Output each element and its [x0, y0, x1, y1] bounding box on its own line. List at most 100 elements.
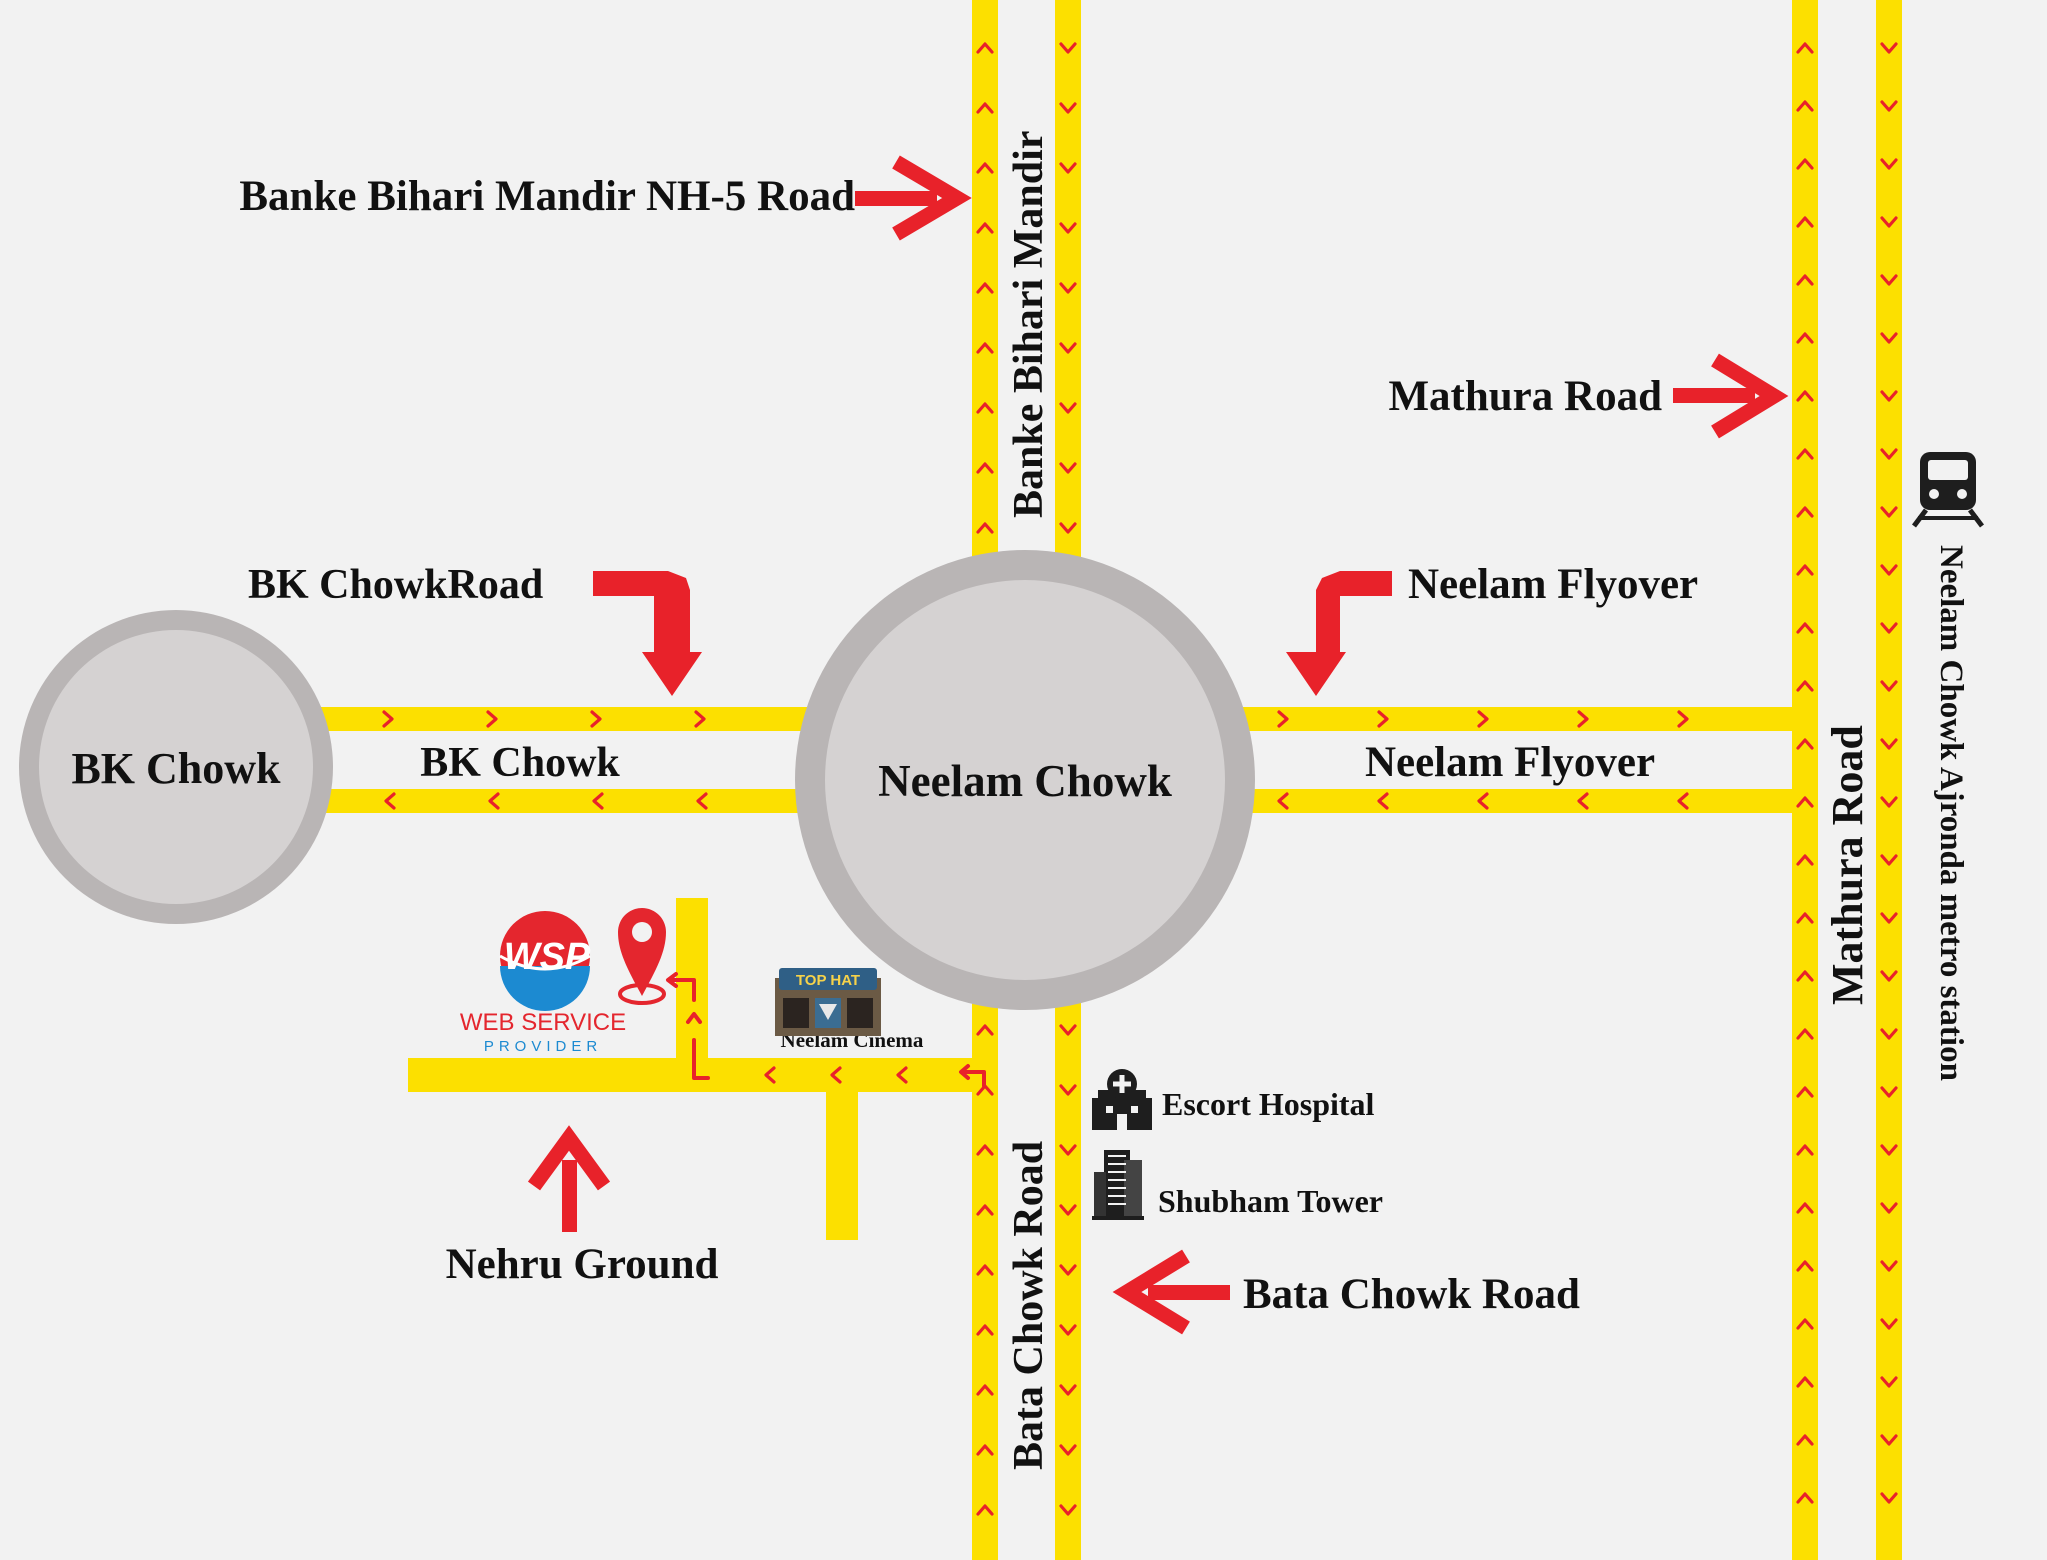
- traffic-direction-arrows: [382, 42, 1898, 1516]
- traffic-arrow-left: [488, 792, 500, 810]
- traffic-arrow-down: [1059, 1444, 1077, 1456]
- traffic-arrow-up: [1796, 42, 1814, 54]
- traffic-arrow-down: [1059, 462, 1077, 474]
- traffic-arrow-down: [1880, 854, 1898, 866]
- wsp-logo-line2: PROVIDER: [484, 1038, 602, 1055]
- traffic-arrow-down: [1059, 402, 1077, 414]
- traffic-arrow-up: [1796, 1260, 1814, 1272]
- traffic-arrow-up: [976, 162, 994, 174]
- traffic-arrow-down: [1880, 1434, 1898, 1446]
- traffic-arrow-down: [1880, 390, 1898, 402]
- traffic-arrow-right: [382, 710, 394, 728]
- traffic-arrow-down: [1059, 1024, 1077, 1036]
- traffic-arrow-up: [976, 1204, 994, 1216]
- road-bata-left-lane: [972, 1000, 998, 1560]
- traffic-arrow-down: [1880, 1028, 1898, 1040]
- traffic-arrow-down: [1059, 1324, 1077, 1336]
- traffic-arrow-down: [1880, 1086, 1898, 1098]
- traffic-arrow-up: [1796, 680, 1814, 692]
- traffic-arrow-up: [976, 1504, 994, 1516]
- traffic-arrow-up: [976, 402, 994, 414]
- traffic-arrow-down: [1059, 1144, 1077, 1156]
- pointer-arrow-bk-road: [593, 571, 702, 696]
- traffic-arrow-right: [590, 710, 602, 728]
- tower-icon: [1092, 1150, 1144, 1220]
- traffic-arrow-right: [694, 710, 706, 728]
- traffic-arrow-down: [1880, 796, 1898, 808]
- wsp-logo-text: WSP: [504, 936, 591, 978]
- traffic-arrow-left: [1477, 792, 1489, 810]
- traffic-arrow-down: [1880, 506, 1898, 518]
- traffic-arrow-up: [1796, 1492, 1814, 1504]
- shubham-tower-label: Shubham Tower: [1158, 1183, 1383, 1219]
- traffic-arrow-down: [1059, 282, 1077, 294]
- traffic-arrow-down: [1059, 1504, 1077, 1516]
- road-flyover-top-lane: [1240, 707, 1805, 731]
- wsp-logo: WSP WEB SERVICE PROVIDER: [460, 911, 626, 1055]
- local-arrow-left-turn: [666, 972, 696, 1002]
- traffic-arrow-left: [1577, 792, 1589, 810]
- traffic-arrow-left: [1277, 792, 1289, 810]
- traffic-arrow-down: [1059, 42, 1077, 54]
- traffic-arrow-right: [1277, 710, 1289, 728]
- traffic-arrow-down: [1880, 1144, 1898, 1156]
- traffic-arrow-down: [1880, 42, 1898, 54]
- traffic-arrow-up: [976, 282, 994, 294]
- road-flyover-bottom-lane: [1240, 789, 1805, 813]
- traffic-arrow-up: [1796, 448, 1814, 460]
- bata-vertical-label: Bata Chowk Road: [1006, 1141, 1052, 1470]
- local-arrow-turn-right: [959, 1064, 986, 1088]
- pointer-arrows: [527, 155, 1789, 1335]
- nehru-ground-label: Nehru Ground: [446, 1241, 719, 1288]
- traffic-arrow-up: [976, 522, 994, 534]
- traffic-arrow-down: [1059, 222, 1077, 234]
- traffic-arrow-left: [830, 1066, 842, 1084]
- traffic-arrow-up: [976, 222, 994, 234]
- local-arrow-up-chevron: [686, 1012, 702, 1024]
- pointer-arrow-nehru: [527, 1125, 611, 1232]
- traffic-arrow-right: [486, 710, 498, 728]
- traffic-arrow-down: [1059, 102, 1077, 114]
- traffic-arrow-down: [1059, 522, 1077, 534]
- traffic-arrow-up: [1796, 332, 1814, 344]
- traffic-arrow-up: [1796, 912, 1814, 924]
- traffic-arrow-up: [1796, 1144, 1814, 1156]
- traffic-arrow-up: [976, 1444, 994, 1456]
- road-banke-left-lane: [972, 0, 998, 560]
- pointer-arrow-bata: [1112, 1249, 1230, 1335]
- roundabout-bk-chowk: BK Chowk: [19, 610, 333, 924]
- neelam-chowk-label: Neelam Chowk: [878, 756, 1172, 806]
- traffic-arrow-down: [1059, 1204, 1077, 1216]
- bata-pointer-label: Bata Chowk Road: [1243, 1271, 1580, 1318]
- traffic-arrow-up: [1796, 274, 1814, 286]
- hospital-icon: [1092, 1069, 1152, 1130]
- road-bk-top-lane: [310, 707, 810, 731]
- road-mathura-left-lane: [1792, 0, 1818, 1560]
- traffic-arrow-left: [384, 792, 396, 810]
- traffic-arrow-right: [1677, 710, 1689, 728]
- traffic-arrow-left: [1677, 792, 1689, 810]
- traffic-arrow-right: [1577, 710, 1589, 728]
- traffic-arrow-right: [1477, 710, 1489, 728]
- traffic-arrow-up: [1796, 216, 1814, 228]
- traffic-arrow-down: [1880, 912, 1898, 924]
- mathura-pointer-label: Mathura Road: [1388, 373, 1662, 420]
- neelam-flyover-between-label: Neelam Flyover: [1365, 739, 1655, 786]
- traffic-arrow-up: [1796, 738, 1814, 750]
- mathura-vertical-label: Mathura Road: [1823, 725, 1872, 1005]
- pointer-arrow-mathura: [1673, 353, 1789, 439]
- traffic-arrow-up: [1796, 970, 1814, 982]
- traffic-arrow-up: [976, 1024, 994, 1036]
- metro-station-label: Neelam Chowk Ajronda metro station: [1933, 545, 1969, 1081]
- traffic-arrow-left: [1377, 792, 1389, 810]
- banke-vertical-label: Banke Bihari Mandir: [1006, 131, 1052, 518]
- traffic-arrow-up: [1796, 1318, 1814, 1330]
- traffic-arrow-down: [1880, 1376, 1898, 1388]
- traffic-arrow-up: [1796, 158, 1814, 170]
- traffic-arrow-down: [1880, 564, 1898, 576]
- neelam-flyover-pointer-label: Neelam Flyover: [1408, 561, 1698, 608]
- traffic-arrow-up: [976, 462, 994, 474]
- traffic-arrow-up: [1796, 1376, 1814, 1388]
- cinema-icon: TOP HAT: [775, 968, 881, 1036]
- roundabout-neelam-chowk: Neelam Chowk: [795, 550, 1255, 1010]
